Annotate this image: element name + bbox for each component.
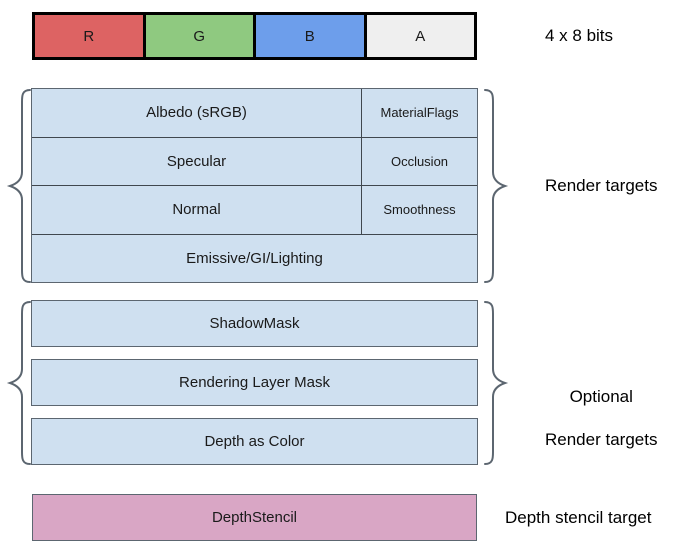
channel-cell-r: R [35,15,146,57]
optional-render-target-label: Depth as Color [204,433,305,450]
optional-render-target-label: ShadowMask [209,315,300,332]
render-targets-side-label: Render targets [545,176,658,195]
render-target-alpha-label: MaterialFlags [380,105,459,121]
render-target-row: Specular Occlusion [32,137,477,186]
render-target-main-cell: Emissive/GI/Lighting [32,235,477,283]
render-target-alpha-cell: Smoothness [362,186,477,234]
render-target-row: Normal Smoothness [32,186,477,235]
channel-label-r: R [83,27,95,45]
render-targets-right-brace [483,88,509,284]
optional-render-target-label: Rendering Layer Mask [179,374,330,391]
render-target-alpha-label: Smoothness [383,202,456,218]
channel-label-b: B [304,27,315,45]
optional-render-target-box: Rendering Layer Mask [31,359,478,406]
channel-label-a: A [415,27,426,45]
render-target-row: Emissive/GI/Lighting [32,235,477,283]
optional-render-targets-left-brace [6,300,32,466]
channel-bar-side-label: 4 x 8 bits [545,26,614,45]
depth-stencil-box: DepthStencil [32,494,477,541]
optional-render-targets-side-label: Optional Render targets [545,364,657,473]
render-target-main-cell: Albedo (sRGB) [32,89,362,137]
render-targets-left-brace [6,88,32,284]
rgba-channel-bar: R G B A [32,12,477,60]
optional-render-targets-side-label-line2: Render targets [545,430,658,450]
render-target-main-label: Emissive/GI/Lighting [186,249,323,267]
render-targets-table: Albedo (sRGB) MaterialFlags Specular Occ… [31,88,478,283]
render-target-main-cell: Normal [32,186,362,234]
optional-render-targets-side-label-line1: Optional [569,386,633,406]
render-target-alpha-cell: MaterialFlags [362,89,477,137]
render-target-alpha-label: Occlusion [390,153,449,169]
render-target-row: Albedo (sRGB) MaterialFlags [32,89,477,138]
render-target-main-cell: Specular [32,137,362,185]
channel-cell-g: G [145,15,256,57]
channel-cell-b: B [256,15,367,57]
depth-stencil-side-label: Depth stencil target [505,508,652,527]
optional-render-target-box: Depth as Color [31,418,478,465]
render-target-main-label: Normal [172,201,221,219]
channel-label-g: G [193,27,206,45]
optional-render-target-box: ShadowMask [31,300,478,347]
optional-render-targets-right-brace [483,300,509,466]
depth-stencil-label: DepthStencil [211,509,298,526]
channel-cell-a: A [366,15,474,57]
render-target-main-label: Specular [166,152,227,170]
render-target-alpha-cell: Occlusion [362,138,477,186]
render-target-main-label: Albedo (sRGB) [146,104,247,122]
